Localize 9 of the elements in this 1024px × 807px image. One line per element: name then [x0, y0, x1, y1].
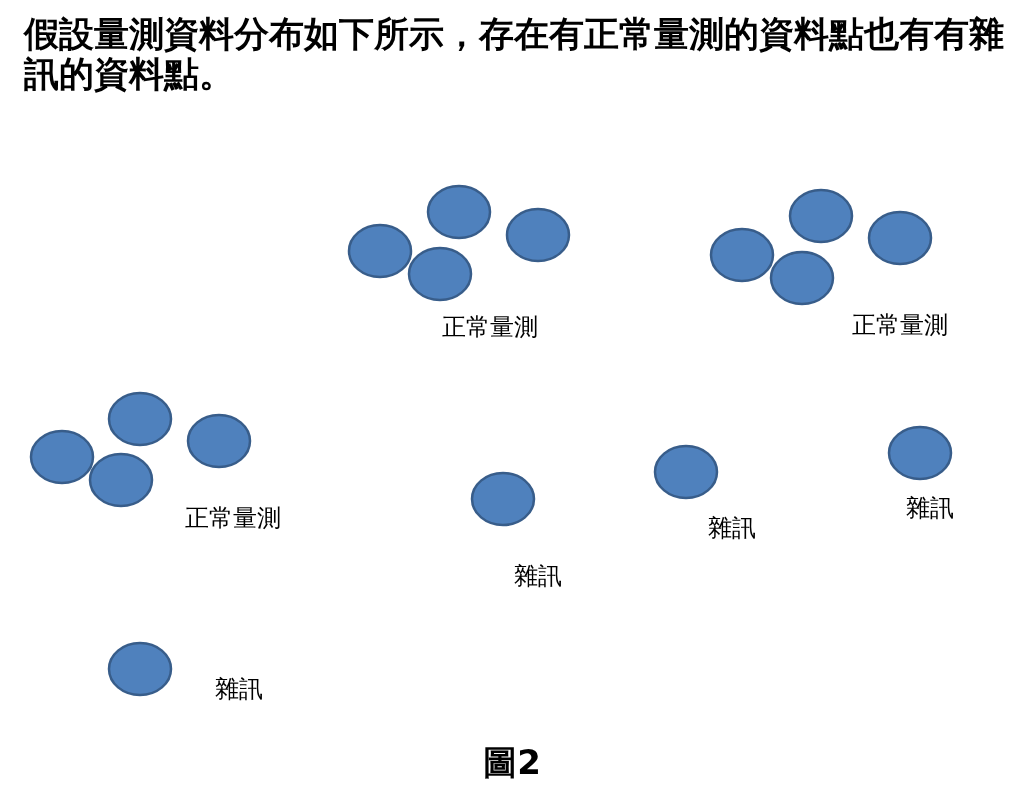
point-label: 正常量測 [852, 311, 948, 339]
point-label: 雜訊 [708, 514, 756, 542]
caption: 圖2 [483, 742, 541, 782]
point-label: 雜訊 [906, 494, 954, 522]
title: 假設量測資料分布如下所示，存在有正常量測的資料點也有有雜訊的資料點。 [24, 14, 1005, 94]
point-label: 雜訊 [215, 675, 263, 703]
point-label: 雜訊 [514, 562, 562, 590]
point-label: 正常量測 [442, 313, 538, 341]
point-label: 正常量測 [185, 504, 281, 532]
